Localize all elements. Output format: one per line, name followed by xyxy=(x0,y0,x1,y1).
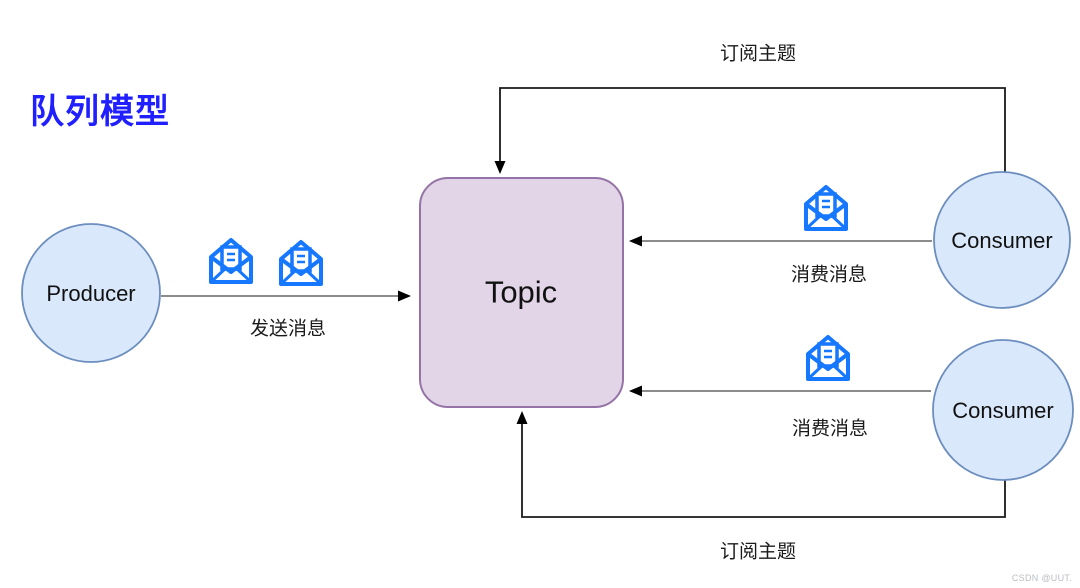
consumer-top-label: Consumer xyxy=(951,227,1053,253)
producer-label: Producer xyxy=(46,280,136,306)
subscribe-topic-bottom-edge-label: 订阅主题 xyxy=(719,541,797,563)
csdn-watermark: CSDN @UUT. xyxy=(1011,573,1072,583)
open-envelope-icon xyxy=(806,335,850,381)
open-envelope-icon xyxy=(804,185,848,231)
topic-label: Topic xyxy=(484,274,558,310)
open-envelope-icon xyxy=(209,238,253,284)
consumer-top-node xyxy=(933,171,1071,309)
subscribe-bottom-connector xyxy=(516,411,1006,518)
producer-node xyxy=(21,223,161,363)
diagram-title: 队列模型 xyxy=(30,93,170,131)
subscribe-top-connector xyxy=(494,87,1006,174)
topic-node xyxy=(419,177,624,408)
consumer-bottom-label: Consumer xyxy=(952,397,1054,423)
consume-message-bottom-edge-label: 消费消息 xyxy=(791,418,869,440)
send-message-edge-label: 发送消息 xyxy=(249,318,327,340)
open-envelope-icon xyxy=(279,240,323,286)
consume-message-top-edge-label: 消费消息 xyxy=(790,264,868,286)
consumer-bottom-node xyxy=(932,339,1074,481)
subscribe-topic-top-edge-label: 订阅主题 xyxy=(719,43,797,65)
